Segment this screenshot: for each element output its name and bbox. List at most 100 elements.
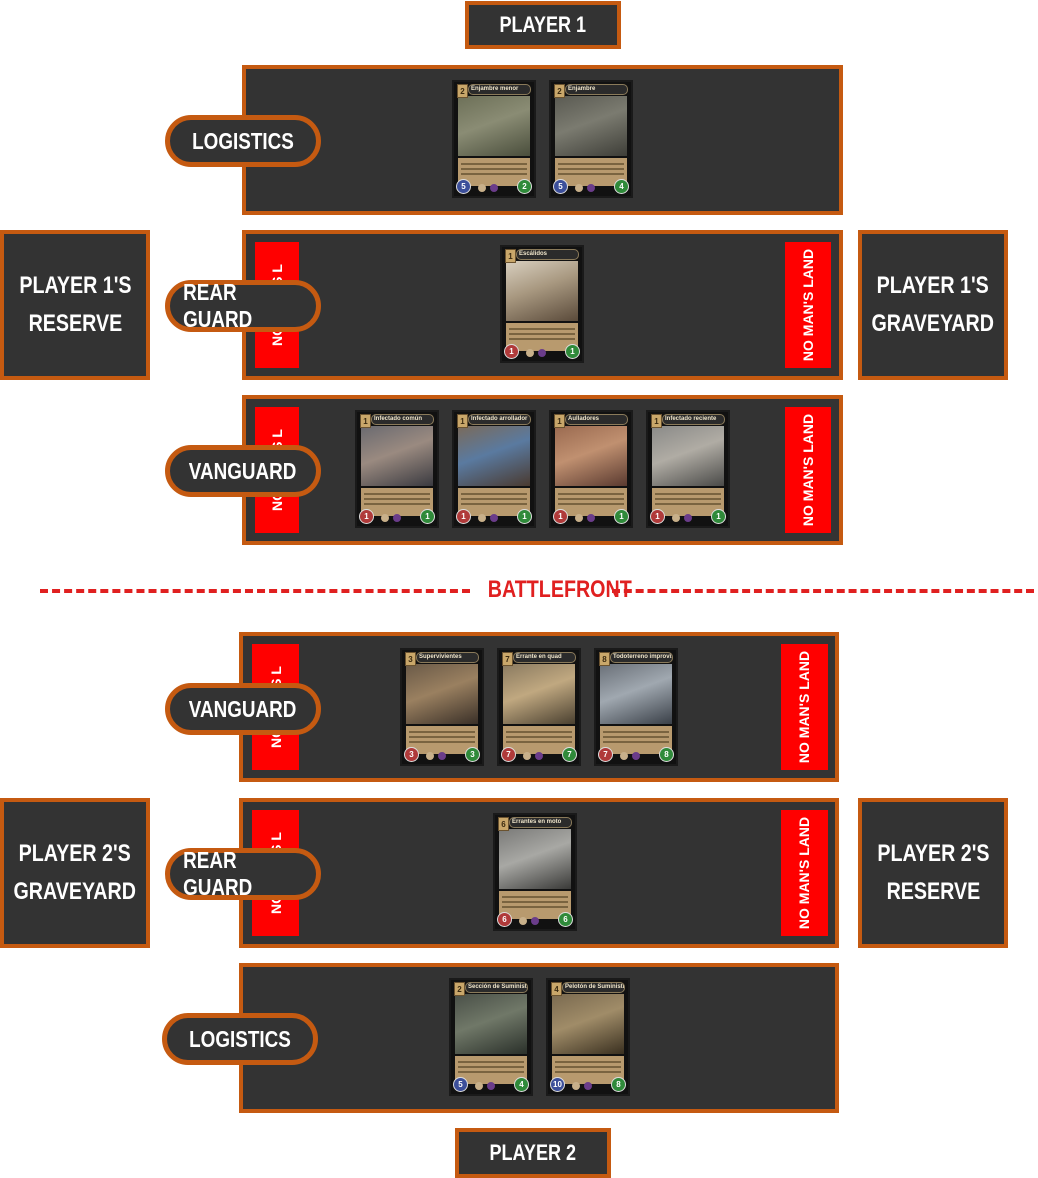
card-art <box>458 426 530 486</box>
card-attack: 7 <box>501 747 516 762</box>
card-attack: 5 <box>456 179 471 194</box>
card-defense: 4 <box>514 1077 529 1092</box>
p2-graveyard[interactable]: PLAYER 2'S GRAVEYARD <box>0 798 150 948</box>
card-cost: 2 <box>554 84 565 98</box>
p2-rear-no-mans-land-right: NO MAN'S LAND <box>781 810 828 936</box>
card-attack: 10 <box>550 1077 565 1092</box>
battlefront-label: BATTLEFRONT <box>487 576 632 603</box>
card-art <box>600 664 672 724</box>
p2-van-no-mans-land-right: NO MAN'S LAND <box>781 644 828 770</box>
card-name: Escálidos <box>516 249 579 260</box>
card-art <box>652 426 724 486</box>
resource-icon <box>478 514 486 522</box>
card-name: Errante en quad <box>513 652 576 663</box>
card-defense: 4 <box>614 179 629 194</box>
card-art <box>552 994 624 1054</box>
resource-icon <box>426 752 434 760</box>
p1-van-no-mans-land-right: NO MAN'S LAND <box>785 407 831 533</box>
card-art <box>406 664 478 724</box>
card-defense: 7 <box>562 747 577 762</box>
card-attack: 7 <box>598 747 613 762</box>
card-name: Infectado común <box>371 414 434 425</box>
card-cost: 1 <box>360 414 371 428</box>
card-attack: 1 <box>650 509 665 524</box>
card-cost: 4 <box>551 982 562 996</box>
card-attack: 1 <box>553 509 568 524</box>
resource-icon <box>575 184 583 192</box>
card-defense: 2 <box>517 179 532 194</box>
battlefront-dash-right <box>612 589 1034 593</box>
resource-icon <box>478 184 486 192</box>
special-icon <box>438 752 446 760</box>
card-name: Enjambre menor <box>468 84 531 95</box>
card-name: Pelotón de Suministros <box>562 982 625 993</box>
p2-rear-guard-label: REAR GUARD <box>165 847 321 900</box>
card-cost: 3 <box>405 652 416 666</box>
card-cost: 1 <box>554 414 565 428</box>
card-cost: 1 <box>457 414 468 428</box>
p1-logistics-zone[interactable] <box>242 65 843 215</box>
card-name: Supervivientes <box>416 652 479 663</box>
card-defense: 1 <box>565 344 580 359</box>
p1-vanguard-zone[interactable] <box>242 395 843 545</box>
resource-icon <box>620 752 628 760</box>
card-name: Sección de Suministros <box>465 982 528 993</box>
special-icon <box>487 1082 495 1090</box>
card-name: Errantes en moto <box>509 817 572 828</box>
player-1-title: PLAYER 1 <box>465 1 621 49</box>
card-attack: 1 <box>504 344 519 359</box>
card-attack: 5 <box>453 1077 468 1092</box>
special-icon <box>393 514 401 522</box>
card-name: Enjambre <box>565 84 628 95</box>
p2-logistics-label: LOGISTICS <box>162 1013 318 1065</box>
card-attack: 6 <box>497 912 512 927</box>
p2-vanguard-label: VANGUARD <box>165 683 321 735</box>
card-art <box>555 426 627 486</box>
p1-graveyard[interactable]: PLAYER 1'S GRAVEYARD <box>858 230 1008 380</box>
p2-logistics-zone[interactable] <box>239 963 839 1113</box>
card-cost: 1 <box>651 414 662 428</box>
special-icon <box>587 514 595 522</box>
card-defense: 6 <box>558 912 573 927</box>
resource-icon <box>672 514 680 522</box>
resource-icon <box>575 514 583 522</box>
p2-reserve[interactable]: PLAYER 2'S RESERVE <box>858 798 1008 948</box>
card-attack: 1 <box>456 509 471 524</box>
card-defense: 3 <box>465 747 480 762</box>
battlefront-dash-left <box>40 589 470 593</box>
card-art <box>555 96 627 156</box>
special-icon <box>490 514 498 522</box>
card-text-box <box>458 158 530 186</box>
card-cost: 2 <box>454 982 465 996</box>
card-art <box>458 96 530 156</box>
card-defense: 8 <box>611 1077 626 1092</box>
special-icon <box>490 184 498 192</box>
card-attack: 5 <box>553 179 568 194</box>
p1-reserve[interactable]: PLAYER 1'S RESERVE <box>0 230 150 380</box>
card-attack: 1 <box>359 509 374 524</box>
special-icon <box>531 917 539 925</box>
p1-rear-no-mans-land-right: NO MAN'S LAND <box>785 242 831 368</box>
card-name: Infectado arrollador <box>468 414 531 425</box>
card-art <box>506 261 578 321</box>
special-icon <box>587 184 595 192</box>
card-cost: 7 <box>502 652 513 666</box>
card-art <box>503 664 575 724</box>
resource-icon <box>526 349 534 357</box>
resource-icon <box>381 514 389 522</box>
special-icon <box>632 752 640 760</box>
special-icon <box>684 514 692 522</box>
